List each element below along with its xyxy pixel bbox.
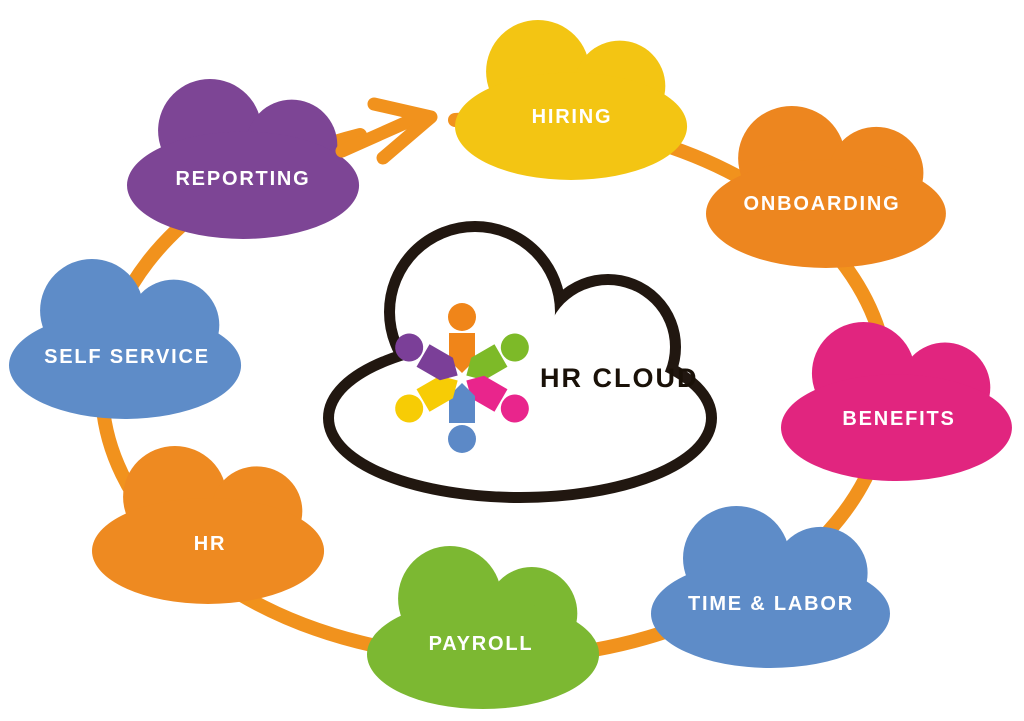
cloud-label-time-labor: TIME & LABOR [688, 593, 854, 615]
logo-figure-bottom [448, 383, 476, 453]
cloud-shape-time-labor [651, 506, 891, 668]
cloud-label-onboarding: ONBOARDING [744, 193, 901, 215]
cloud-shape-hiring [455, 20, 688, 180]
cloud-label-reporting: REPORTING [175, 168, 310, 190]
cloud-reporting: REPORTING [127, 79, 360, 239]
cloud-hiring: HIRING [455, 20, 688, 180]
logo-figure-upper-left [395, 333, 458, 381]
hr-cloud-logo-star [395, 303, 529, 453]
cloud-shape-self-service [9, 259, 242, 419]
cloud-label-hr: HR [194, 533, 227, 555]
flow-arrow-shaft [335, 112, 421, 158]
cloud-shape-payroll [367, 546, 600, 710]
flow-arrow-head [367, 97, 438, 165]
cloud-time-labor: TIME & LABOR [651, 506, 891, 668]
cloud-label-payroll: PAYROLL [429, 633, 534, 655]
cloud-benefits: BENEFITS [781, 322, 1012, 482]
cloud-payroll: PAYROLL [367, 546, 600, 710]
logo-figure-upper-right [466, 333, 529, 381]
cloud-label-benefits: BENEFITS [842, 408, 955, 430]
logo-figure-lower-left [395, 375, 458, 423]
cloud-label-self-service: SELF SERVICE [44, 346, 210, 368]
flow-arrow [335, 97, 438, 165]
logo-figure-lower-right [466, 375, 529, 423]
cloud-shape-reporting [127, 79, 360, 239]
center-cloud-title: HR CLOUD [540, 363, 699, 393]
cloud-shape-onboarding [706, 106, 946, 268]
cloud-onboarding: ONBOARDING [706, 106, 946, 268]
cloud-self-service: SELF SERVICE [9, 259, 242, 419]
cloud-shape-benefits [781, 322, 1012, 482]
cloud-hr: HR [92, 446, 325, 604]
logo-figure-top [448, 303, 476, 373]
cloud-label-hiring: HIRING [532, 106, 613, 128]
center-cloud: HR CLOUD [334, 232, 706, 492]
